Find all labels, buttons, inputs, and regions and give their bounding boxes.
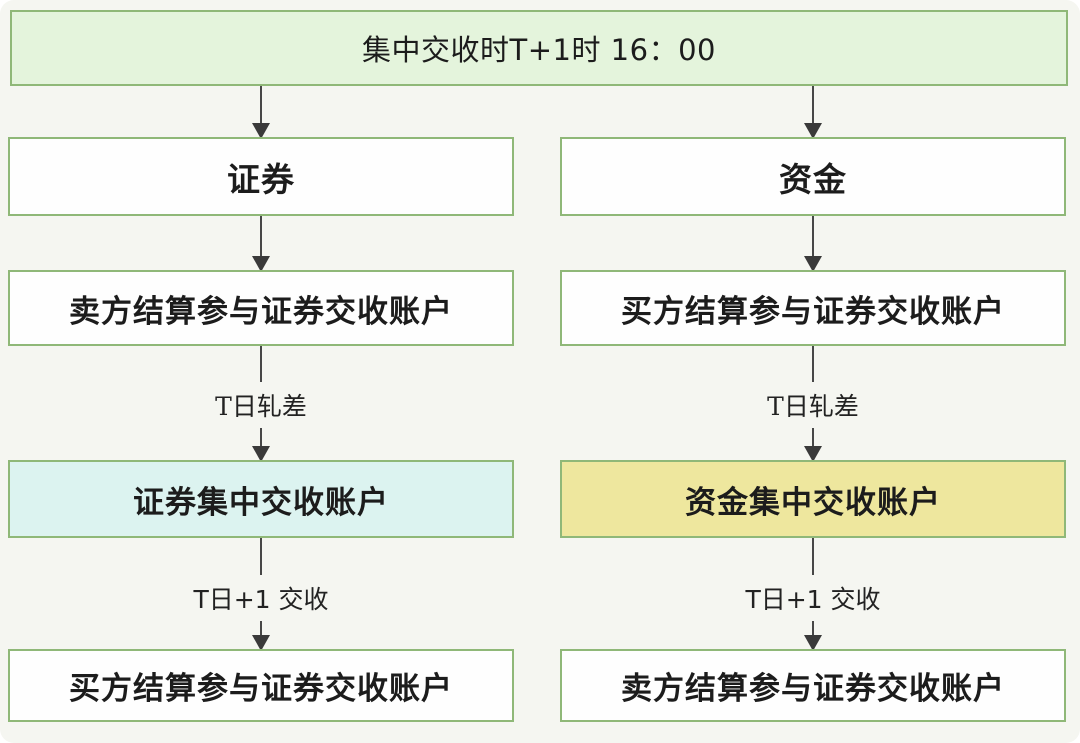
arrow-down-icon <box>804 635 822 651</box>
edge-label-t-day-netting-right: T日轧差 <box>757 382 869 428</box>
edge-label-t-plus-1-settle-left: T日+1 交收 <box>183 575 339 621</box>
arrow-banner-to-funds <box>804 86 822 139</box>
node-funds: 资金 <box>560 137 1066 216</box>
banner-central-settlement-time: 集中交收时T+1时 16：00 <box>10 10 1068 86</box>
node-securities-central-settlement-account: 证券集中交收账户 <box>8 460 514 538</box>
arrow-shaft <box>260 86 262 123</box>
arrow-down-icon <box>804 256 822 272</box>
arrow-down-icon <box>252 123 270 139</box>
arrow-down-icon <box>252 446 270 462</box>
node-securities: 证券 <box>8 137 514 216</box>
arrow-shaft <box>812 86 814 123</box>
node-buyer-participant-securities-account: 买方结算参与证券交收账户 <box>560 270 1066 346</box>
arrow-banner-to-securities <box>252 86 270 139</box>
arrow-funds-to-buyer-account <box>804 216 822 272</box>
node-funds-central-settlement-account: 资金集中交收账户 <box>560 460 1066 538</box>
arrow-shaft <box>812 216 814 256</box>
edge-label-t-day-netting-left: T日轧差 <box>205 382 317 428</box>
edge-label-t-plus-1-settle-right: T日+1 交收 <box>735 575 891 621</box>
node-seller-participant-securities-account-dest: 卖方结算参与证券交收账户 <box>560 649 1066 722</box>
arrow-down-icon <box>804 123 822 139</box>
node-seller-participant-securities-account: 卖方结算参与证券交收账户 <box>8 270 514 346</box>
arrow-shaft <box>260 216 262 256</box>
arrow-down-icon <box>252 635 270 651</box>
arrow-down-icon <box>804 446 822 462</box>
node-buyer-participant-securities-account-dest: 买方结算参与证券交收账户 <box>8 649 514 722</box>
arrow-securities-to-seller-account <box>252 216 270 272</box>
arrow-down-icon <box>252 256 270 272</box>
